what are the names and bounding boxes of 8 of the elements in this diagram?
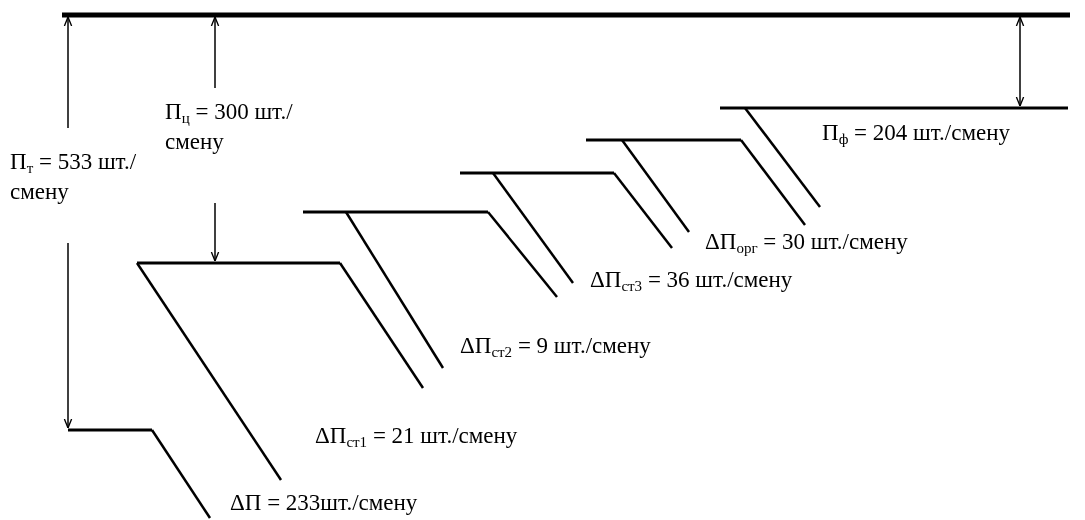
value-label: ΔП$_{ст1}$ = 21 шт./смену (315, 422, 518, 451)
value-label: ΔП$_{ст3}$ = 36 шт./смену (590, 266, 793, 295)
value-label: ΔП$_{орг}$ = 30 шт./смену (705, 228, 908, 257)
value-label: ΔП$_{ст2}$ = 9 шт./смену (460, 332, 651, 361)
value-label: П$_{ц}$ = 300 шт./смену (165, 98, 294, 156)
value-label: П$_{т}$ = 533 шт./смену (10, 148, 138, 206)
value-label: ΔП = 233шт./смену (230, 489, 418, 517)
value-label: П$_{ф}$ = 204 шт./смену (822, 119, 1011, 148)
